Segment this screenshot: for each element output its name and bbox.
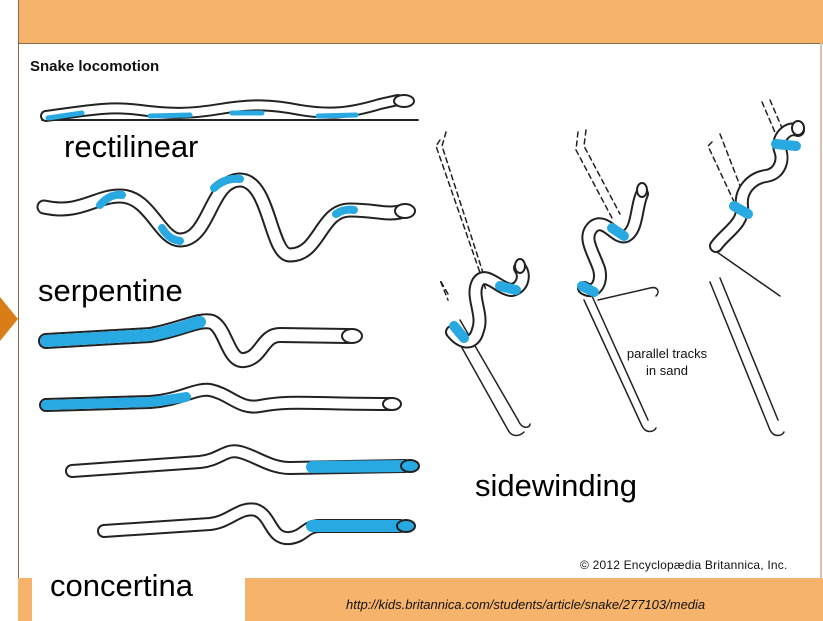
concertina-snake-4 [104,509,415,538]
sidewinding-tracks-2 [576,130,658,432]
sidewinding-snake-3 [716,121,804,246]
sidewinding-snake-2 [582,183,647,292]
label-sidewinding: sidewinding [475,468,637,504]
concertina-snake-2 [46,390,401,410]
label-rectilinear: rectilinear [64,129,198,165]
serpentine-snake [44,179,415,255]
annotation-line-1: parallel tracks [612,345,722,362]
annotation-line-2: in sand [612,362,722,379]
rectilinear-snake [42,95,418,120]
concertina-snake-3 [72,451,419,472]
sidewinding-snake-1 [452,259,525,342]
concertina-snake-1 [46,321,362,360]
parallel-tracks-annotation: parallel tracks in sand [612,345,722,379]
copyright-notice: © 2012 Encyclopædia Britannica, Inc. [580,558,788,572]
label-concertina: concertina [50,568,193,604]
label-serpentine: serpentine [38,273,183,309]
source-url: http://kids.britannica.com/students/arti… [346,597,705,612]
